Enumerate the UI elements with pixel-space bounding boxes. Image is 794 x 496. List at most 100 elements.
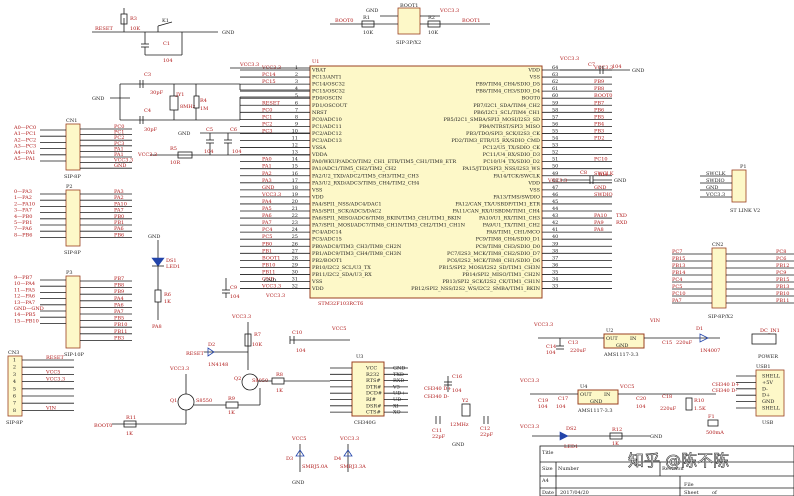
- c9-ref: C9: [230, 285, 237, 291]
- c3-ref: C3: [144, 72, 151, 78]
- mcu-pin-net: BOOT1: [262, 255, 280, 261]
- boot-hdr-ref: BOOT1: [400, 3, 418, 9]
- swd-pin-label: SWDIO: [706, 178, 725, 184]
- cn1-right-pin-label: PA1: [114, 146, 124, 152]
- cn2-left-pin-label: PC4: [672, 277, 682, 283]
- p2-left-pin-label: 0—PA3: [14, 189, 32, 195]
- p2-right-pin-label: PA3: [114, 189, 124, 195]
- mcu-pin-name: VDD: [311, 286, 324, 292]
- usb-dm: CH340 D-: [712, 388, 737, 394]
- mcu-pin-name: PA3/U2_RXD/ADC3/TIM5_CH4/TIM2_CH4: [312, 180, 419, 186]
- r11-val: 1K: [126, 431, 133, 437]
- mcu-pin-net: PA1: [262, 164, 272, 170]
- mcu-pin-number: 55: [552, 128, 558, 134]
- ldo1-u2: OUT IN GND U2 AMS1117-3.3 VCC3.3 C14 104…: [533, 318, 780, 360]
- p3-left-pin-label: 14—PB5: [14, 312, 36, 318]
- cn1-right-pin-label: VCC3.3: [113, 158, 133, 164]
- vdda-vcc: VCC3.3: [137, 152, 157, 158]
- cn2-left-pin-label: PB15: [672, 256, 685, 262]
- mcu-pin-name: PB8/TIM4_CH3/SDIO_D4: [476, 89, 540, 95]
- c9-val: 104: [230, 294, 240, 300]
- mcu-pin-number: 15: [292, 164, 298, 170]
- d1-ref: D1: [696, 326, 703, 332]
- r7-ref: R7: [254, 332, 261, 338]
- mcu-pin-number: 63: [552, 72, 558, 78]
- mcu-pin-number: 47: [552, 185, 558, 191]
- reset-c-val: 104: [163, 58, 173, 64]
- p2-left-pin-label: 3—PA7: [14, 208, 32, 214]
- mcu-pin-number: 7: [295, 107, 298, 113]
- p3-left-pin-label: 15—PB10: [14, 318, 39, 324]
- boot-header: BOOT1 SIP-3P/X2 BOOT0 BOOT1 R1 10K R2 10…: [330, 3, 490, 46]
- mcu-pin-name: VDDA: [311, 152, 328, 158]
- ldo2-out: OUT: [580, 392, 592, 398]
- mcu-pin-net: PB6: [594, 107, 604, 113]
- mcu-pin-number: 60: [552, 93, 558, 99]
- cn1-ref: CN1: [66, 118, 77, 124]
- cn2-left-pin-label: PC7: [672, 249, 682, 255]
- c18-val: 220uF: [660, 406, 677, 412]
- mcu-pin-name: PA0/WKUP/ADC0/TIM2_CH1_ETR/TIM5_CH1/TIM8…: [312, 159, 456, 165]
- d2-val: 1N4148: [208, 362, 228, 368]
- r6-ref: R6: [164, 292, 171, 298]
- mcu-pin-name: PA12/CAN_TX/USBDP/TIM1_ETR: [455, 201, 540, 207]
- cn3-pin-net: VIN: [45, 405, 57, 411]
- r8-val: 1K: [276, 388, 283, 394]
- mcu-pin-name: PB3/TDO/SPI3_SCK/I2S3_CK: [466, 131, 540, 137]
- mcu-pin-net: PA8: [594, 227, 604, 233]
- boot-gnd: GND: [366, 8, 378, 14]
- c17-val: 104: [556, 404, 566, 410]
- ldo2-vcc: VCC3.3: [519, 378, 539, 384]
- c6-ref: C6: [230, 127, 237, 133]
- mcu-pin-net: PB1: [262, 248, 272, 254]
- led1-circuit: GND DS1 LED1 R6 1K PA8: [148, 234, 180, 330]
- ch340-pin-name: RI#: [366, 397, 376, 403]
- boot0-net: BOOT0: [335, 18, 353, 24]
- reset-circuit: R3 10K RESET K1 C1 104 GND: [92, 8, 234, 64]
- mcu-pin-name: PC8/TIM8_CH3/SDIO_D0: [476, 244, 540, 250]
- mcu-pin-name: PB1/ADC9/TIM3_CH4/TIM8_CH3N: [312, 251, 402, 257]
- ch340-part: CH340G: [354, 420, 376, 426]
- cn1-right-pin-label: PC2: [114, 135, 124, 141]
- led1-ref: DS1: [166, 258, 177, 264]
- mcu-pin-name: PA1/ADC1/TIM5_CH2/TIM2_CH2: [312, 166, 396, 172]
- cn1-left-pin-label: A1—PC1: [13, 131, 36, 137]
- mcu-pin-net: GND: [262, 277, 274, 283]
- r10-val: 1.5K: [694, 406, 706, 412]
- mcu-pin-net: PC0: [262, 107, 272, 113]
- p2-right-pin-label: PA6: [114, 226, 124, 232]
- ch340-pin-name: UD+: [393, 391, 405, 397]
- crystal-circuit: GND C3 30pF C4 30pF JY1 8MHz R4 1M: [92, 72, 310, 133]
- mcu-ref: U1: [312, 59, 319, 65]
- mcu-pin-number: 19: [292, 192, 298, 198]
- ch340-pin-name: DCD#: [366, 391, 382, 397]
- mcu-pin-net: PB9: [594, 79, 604, 85]
- mcu-pin-number: 11: [292, 136, 298, 142]
- mcu-pin-number: 35: [552, 269, 558, 275]
- boot-r2-ref: R2: [428, 15, 435, 21]
- c9-vcc: VCC3.3: [265, 293, 285, 299]
- cn3-pin-number: 3: [13, 372, 16, 378]
- auto-download-circuit: RESET D2 1N4148 VCC3.3 R7 10K Q2 S8050 R…: [94, 314, 330, 437]
- tb-revision: Revision: [662, 466, 684, 472]
- mcu-pin-number: 10: [292, 128, 298, 134]
- mcu-pin-name: PC0/ADC10: [312, 117, 342, 123]
- power-label: POWER: [758, 354, 778, 360]
- ch340-gnd: GND: [452, 442, 464, 448]
- d4-val: SMBJ3.3A: [340, 464, 366, 470]
- led2-vcc: VCC3.3: [519, 424, 539, 430]
- mcu-pin-net: PC2: [262, 121, 272, 127]
- f1-val: 500mA: [706, 430, 724, 436]
- f1-ref: F1: [708, 414, 715, 420]
- ldo2-ref: U4: [580, 384, 587, 390]
- c11-val: 22pF: [432, 434, 446, 440]
- mcu-pin-number: 33: [552, 284, 558, 290]
- cn2-right-pin-label: PC8: [776, 249, 786, 255]
- ldo1-ref: U2: [606, 328, 613, 334]
- mcu-pin-net: PA10: [594, 213, 607, 219]
- reset-net: RESET: [95, 26, 113, 32]
- p3-right-pin-label: PA7: [114, 309, 124, 315]
